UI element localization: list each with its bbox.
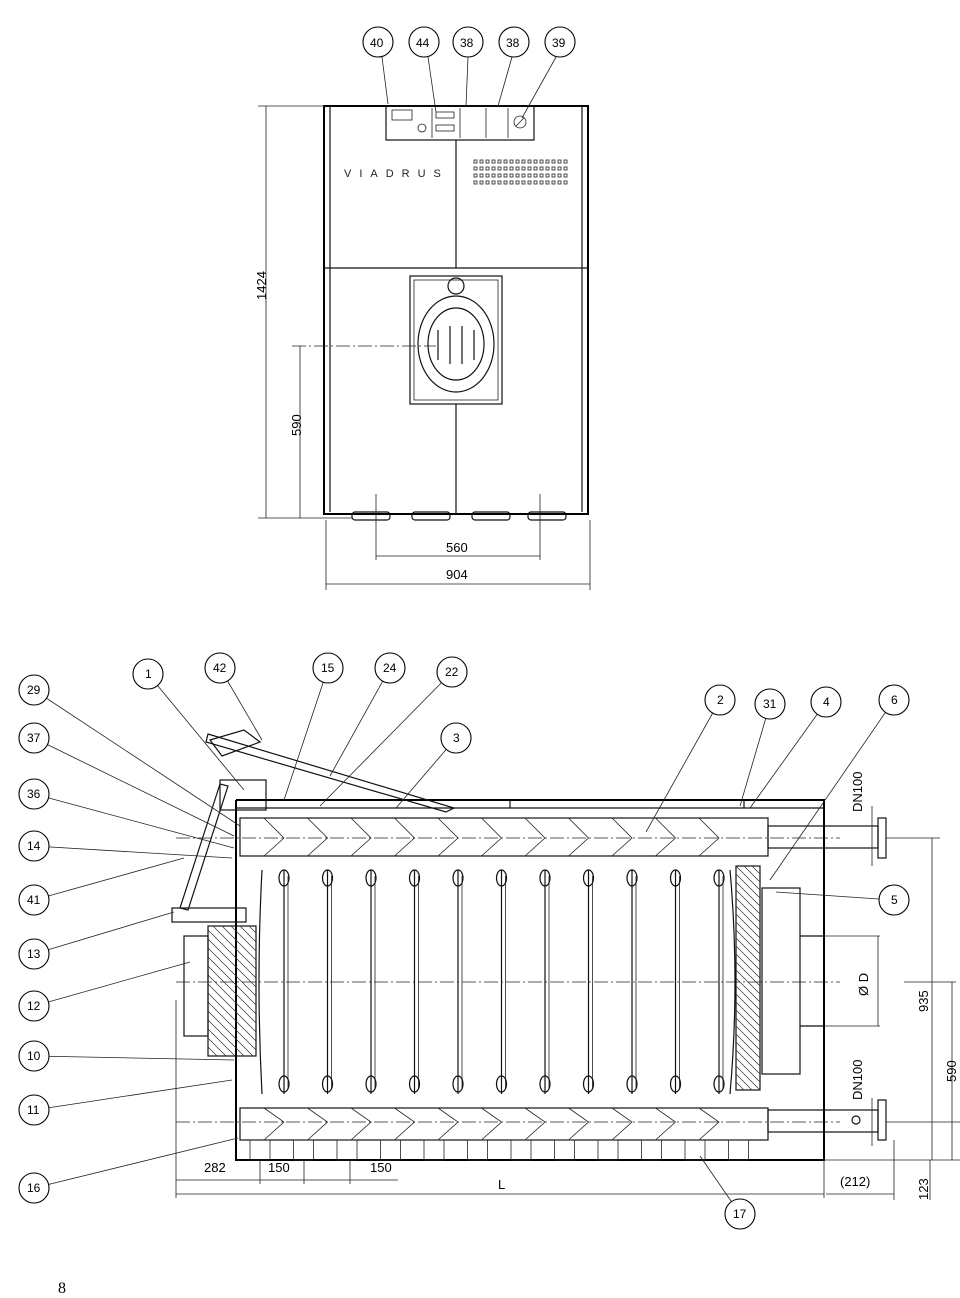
svg-text:36: 36 [27,787,41,801]
callout-36: 36 [18,778,235,849]
svg-text:14: 14 [27,839,41,853]
callout-42: 42 [204,652,263,741]
callout-16: 16 [18,1137,239,1204]
dim-front: 282 [204,1160,226,1175]
callout-13: 13 [18,911,175,970]
section-view: 282 150 150 L (212) DN100 DN100 Ø D 935 … [18,652,960,1230]
dim-axis-height: 590 [289,414,304,436]
callout-12: 12 [18,961,191,1022]
dim-pitch-a: 150 [268,1160,290,1175]
callout-44: 44 [408,26,440,113]
svg-text:5: 5 [891,893,898,907]
svg-text:17: 17 [733,1207,747,1221]
svg-text:4: 4 [823,695,830,709]
callout-38b: 38 [497,26,530,107]
page-number: 8 [58,1280,66,1297]
dim-width: 904 [446,567,468,582]
svg-text:42: 42 [213,661,227,675]
svg-text:6: 6 [891,693,898,707]
callout-29: 29 [18,674,241,827]
callout-6: 6 [769,684,910,881]
callout-14: 14 [18,830,233,862]
callout-2: 2 [645,684,736,833]
callout-3: 3 [395,722,472,809]
svg-text:12: 12 [27,999,41,1013]
callout-40: 40 [362,26,394,105]
callout-38a: 38 [452,26,484,107]
svg-text:38: 38 [506,36,520,50]
callout-24: 24 [329,652,406,777]
vent-grid [473,159,568,185]
dim-pitch-b: 150 [370,1160,392,1175]
svg-text:31: 31 [763,697,777,711]
front-view: VIADRUS 1424 590 560 904 [254,26,591,590]
dim-height: 1424 [254,271,269,300]
dim-outlet-bottom: DN100 [850,1060,865,1100]
dim-rear: (212) [840,1174,870,1189]
svg-text:38: 38 [460,36,474,50]
svg-text:37: 37 [27,731,41,745]
callout-39: 39 [521,26,576,119]
dim-flue: Ø D [856,973,871,996]
brand-label: VIADRUS [344,168,449,180]
callout-41: 41 [18,857,185,916]
svg-text:2: 2 [717,693,724,707]
svg-text:44: 44 [416,36,430,50]
svg-text:16: 16 [27,1181,41,1195]
callout-5: 5 [775,884,910,916]
svg-text:24: 24 [383,661,397,675]
dim-length: L [498,1177,505,1192]
svg-text:10: 10 [27,1049,41,1063]
svg-text:22: 22 [445,665,459,679]
svg-text:3: 3 [453,731,460,745]
svg-text:1: 1 [145,667,152,681]
dim-outlet-top: DN100 [850,772,865,812]
dim-h-bottom: 123 [916,1178,931,1200]
svg-text:40: 40 [370,36,384,50]
callout-11: 11 [18,1079,233,1126]
dim-h-total: 935 [916,990,931,1012]
callout-10: 10 [18,1040,235,1072]
svg-text:15: 15 [321,661,335,675]
svg-text:11: 11 [27,1103,40,1117]
callout-17: 17 [699,1155,756,1230]
svg-text:41: 41 [27,893,41,907]
callout-4: 4 [749,686,842,809]
dim-inner-width: 560 [446,540,468,555]
callout-31: 31 [739,688,786,807]
svg-text:39: 39 [552,36,566,50]
dim-h-axis: 590 [944,1060,959,1082]
callout-37: 37 [18,722,235,837]
svg-text:13: 13 [27,947,41,961]
callout-22: 22 [319,656,468,807]
callout-1: 1 [132,658,245,791]
svg-text:29: 29 [27,683,41,697]
callout-15: 15 [283,652,344,801]
